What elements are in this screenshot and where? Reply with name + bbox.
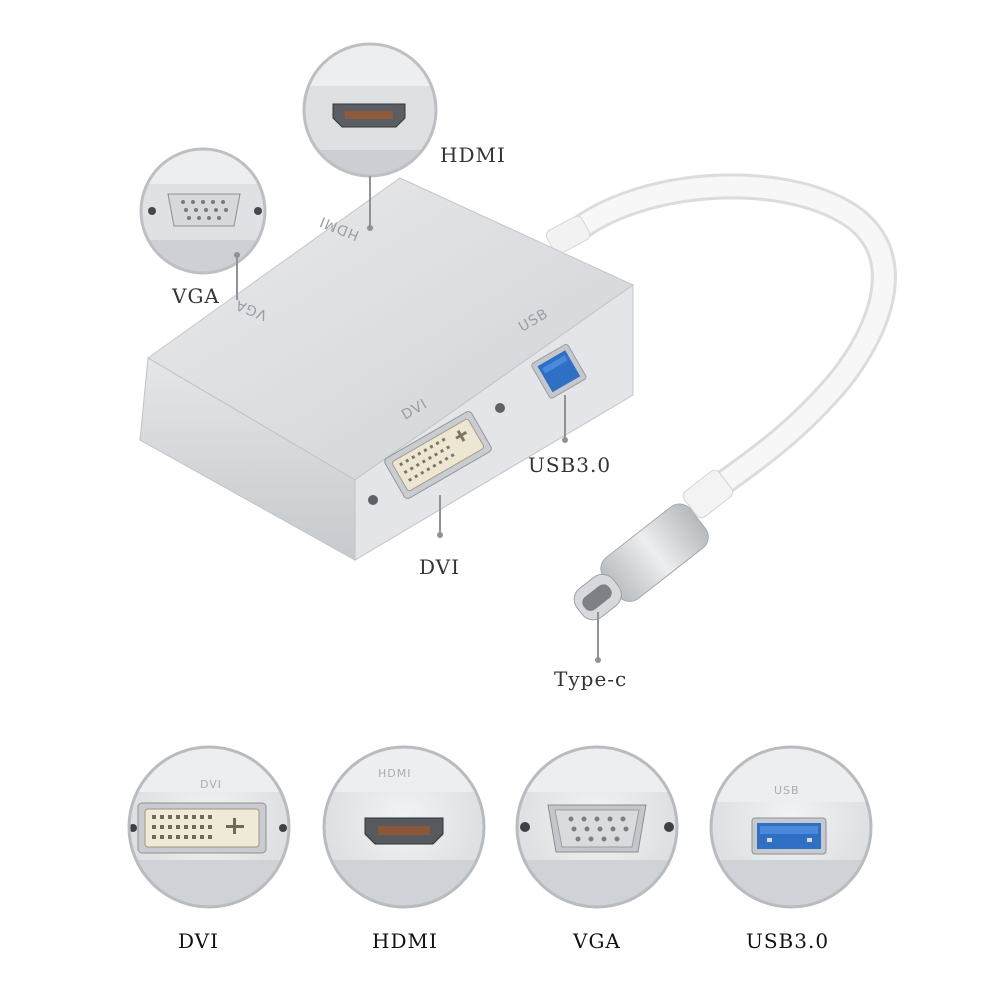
vga-callout-label: VGA [171, 284, 220, 308]
body-usb-port [531, 344, 587, 399]
closeup-usb-label: USB3.0 [746, 929, 829, 953]
closeup-hdmi-engraving: HDMI [378, 767, 411, 780]
type-c-plug [573, 503, 709, 621]
usb-callout-label: USB3.0 [528, 453, 611, 477]
closeup-vga-label: VGA [572, 929, 621, 953]
closeup-hdmi-label: HDMI [372, 929, 438, 953]
hdmi-callout-label: HDMI [440, 143, 506, 167]
callout-typec: Type-c [554, 612, 627, 691]
adapter-body: HDMI VGA USB DVI [139, 177, 635, 561]
callout-vga: VGA [139, 147, 267, 308]
closeup-usb-engraving: USB [774, 784, 800, 797]
closeup-dvi-engraving: DVI [200, 778, 222, 791]
typec-callout-label: Type-c [554, 667, 627, 691]
callout-dvi: DVI [419, 495, 460, 579]
body-dvi-port [384, 411, 492, 499]
closeup-hdmi: HDMI HDMI [322, 745, 486, 953]
closeup-vga: VGA [515, 745, 679, 953]
closeup-dvi: DVI DVI [127, 745, 291, 953]
closeup-usb: USB USB3.0 [709, 745, 873, 953]
closeup-dvi-label: DVI [178, 929, 219, 953]
cable [545, 173, 897, 519]
callout-usb: USB3.0 [528, 395, 611, 477]
dvi-callout-label: DVI [419, 555, 460, 579]
